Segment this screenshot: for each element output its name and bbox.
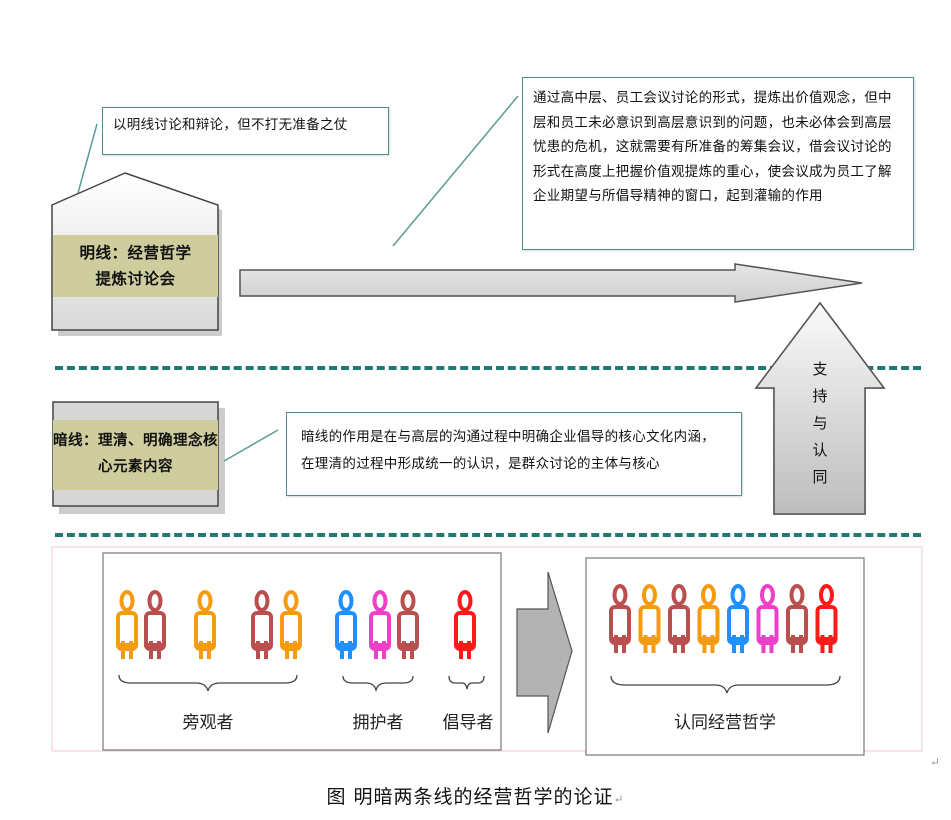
- person-icon: [369, 590, 391, 659]
- paragraph-mark: ↵: [930, 755, 941, 769]
- label-identify: 认同经营哲学: [674, 713, 776, 733]
- figure-caption: 图 明暗两条线的经营哲学的论证↵: [0, 782, 951, 809]
- bright-line-label-line2: 提炼讨论会: [95, 269, 176, 288]
- support-char: 与: [812, 414, 828, 432]
- person-icon: [815, 584, 838, 653]
- callout-connector-description: [392, 95, 519, 247]
- figure-caption-text: 图 明暗两条线的经营哲学的论证: [326, 786, 614, 808]
- person-icon: [638, 584, 661, 653]
- support-arrow-label: 支 持 与 认 同: [810, 356, 830, 491]
- dark-line-label-line2: 心元素内容: [98, 458, 173, 475]
- bright-line-label-line1: 明线：经营哲学: [79, 243, 192, 262]
- separator-dashed-top: [55, 366, 921, 370]
- label-supporters: 拥护者: [352, 713, 404, 733]
- separator-dashed-bottom: [55, 533, 921, 537]
- people-before-group: [116, 590, 476, 659]
- person-icon: [335, 590, 357, 659]
- person-icon: [280, 590, 302, 659]
- transition-arrow: [516, 571, 573, 734]
- process-arrow-right: [239, 263, 863, 303]
- bright-line-description-text: 通过高中层、员工会议讨论的形式，提炼出价值观念，但中层和员工未必意识到高层意识到…: [533, 90, 892, 204]
- person-icon: [697, 584, 720, 653]
- bright-line-description: 通过高中层、员工会议讨论的形式，提炼出价值观念，但中层和员工未必意识到高层意识到…: [522, 77, 914, 250]
- brace-supporters: [342, 675, 414, 693]
- dark-line-label: 暗线：理清、明确理念核 心元素内容: [53, 420, 218, 490]
- support-char: 认: [812, 441, 828, 459]
- support-char: 支: [812, 360, 828, 378]
- person-icon: [144, 590, 166, 659]
- label-bystanders: 旁观者: [182, 713, 234, 733]
- bright-line-label: 明线：经营哲学 提炼讨论会: [53, 235, 218, 297]
- person-icon: [668, 584, 690, 653]
- label-advocates: 倡导者: [442, 713, 494, 733]
- person-icon: [194, 590, 216, 659]
- after-group-box: [585, 557, 865, 756]
- dark-line-description: 暗线的作用是在与高层的沟通过程中明确企业倡导的核心文化内涵，在理清的过程中形成统…: [286, 412, 742, 496]
- person-icon: [454, 590, 476, 659]
- callout-connector-top: [77, 123, 98, 194]
- caption-paragraph-mark: ↵: [613, 792, 625, 806]
- support-char: 持: [812, 387, 828, 405]
- bright-line-callout: 以明线讨论和辩论，但不打无准备之仗: [102, 107, 389, 155]
- person-icon: [786, 584, 808, 653]
- person-icon: [251, 590, 273, 659]
- bottom-region-border: [51, 546, 923, 752]
- person-icon: [609, 584, 631, 653]
- person-icon: [116, 590, 138, 659]
- support-char: 同: [812, 468, 828, 486]
- people-after-group: [609, 584, 838, 653]
- person-icon: [397, 590, 419, 659]
- before-group-box: [102, 552, 502, 751]
- brace-advocates: [448, 675, 485, 690]
- dark-line-description-text: 暗线的作用是在与高层的沟通过程中明确企业倡导的核心文化内涵，在理清的过程中形成统…: [301, 429, 715, 472]
- dark-line-label-line1: 暗线：理清、明确理念核: [53, 432, 218, 449]
- person-icon: [756, 584, 779, 653]
- callout-connector-dark: [223, 429, 279, 462]
- person-icon: [727, 584, 749, 653]
- bright-line-callout-text: 以明线讨论和辩论，但不打无准备之仗: [113, 117, 348, 133]
- brace-identify: [610, 675, 841, 694]
- brace-bystanders: [118, 674, 298, 692]
